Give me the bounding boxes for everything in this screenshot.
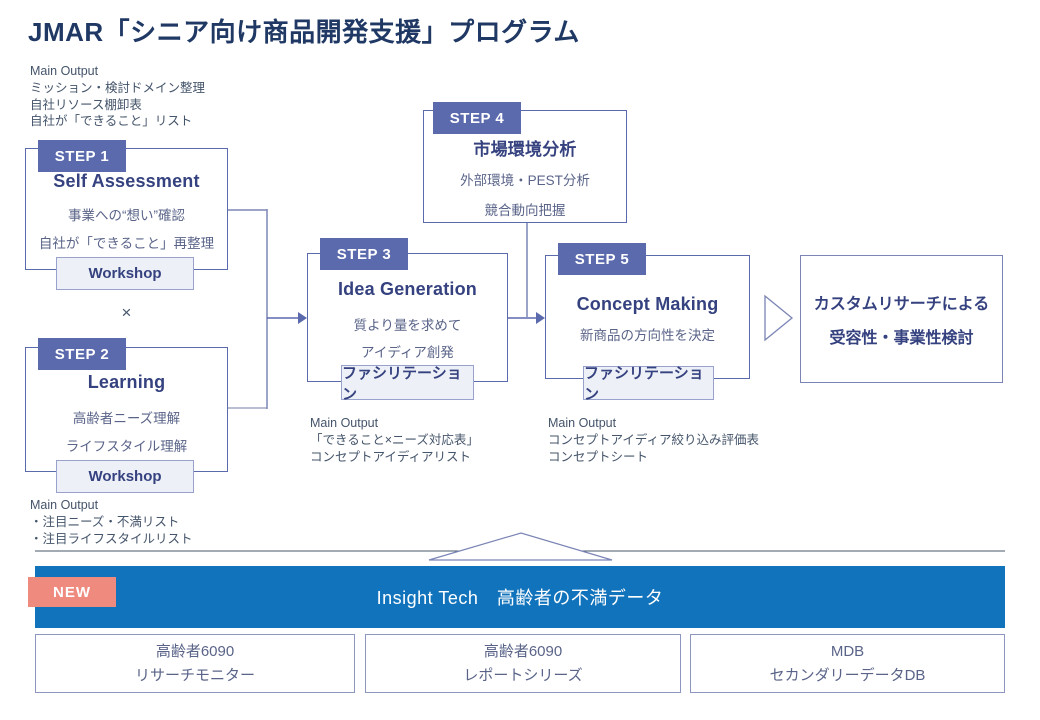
multiply-symbol: ×: [121, 303, 132, 322]
main-output-step3: Main Output 「できること×ニーズ対応表」 コンセプトアイディアリスト: [310, 415, 479, 465]
step1-title: Self Assessment: [53, 171, 200, 191]
step4-title: 市場環境分析: [473, 140, 577, 159]
step2-label: STEP 2: [38, 338, 126, 370]
main-output-line: 自社リソース棚卸表: [30, 97, 142, 112]
hollow-arrow-icon: [764, 294, 794, 342]
arrowhead-step5: [536, 312, 545, 324]
step2-line: 高齢者ニーズ理解: [72, 411, 181, 426]
db-box-research-monitor: 高齢者6090 リサーチモニター: [35, 634, 355, 693]
step1-workshop-tag: Workshop: [56, 257, 194, 290]
banner-label: Insight Tech 高齢者の不満データ: [376, 588, 664, 608]
db-box-line: 高齢者6090: [155, 643, 235, 661]
step2-title: Learning: [87, 372, 166, 392]
new-badge: NEW: [28, 577, 116, 607]
main-output-heading: Main Output: [30, 64, 99, 78]
step1-box: STEP 1 Self Assessment 事業への“想い”確認 自社が「でき…: [25, 140, 228, 290]
step5-title: Concept Making: [576, 294, 719, 314]
step4-line: 外部環境・PEST分析: [460, 173, 590, 188]
main-output-line: 「できること×ニーズ対応表」: [310, 432, 479, 447]
step1-line: 事業への“想い”確認: [68, 208, 185, 223]
arrowhead-step3: [298, 312, 307, 324]
db-box-line: 高齢者6090: [483, 643, 563, 661]
main-output-line: コンセプトアイディア絞り込み評価表: [548, 432, 760, 447]
main-output-bottom-left: Main Output ・注目ニーズ・不満リスト ・注目ライフスタイルリスト: [30, 497, 193, 547]
step2-workshop-tag: Workshop: [56, 460, 194, 493]
db-box-report-series: 高齢者6090 レポートシリーズ: [365, 634, 681, 693]
step3-facilitation-tag: ファシリテーション: [341, 365, 474, 403]
step2-line: ライフスタイル理解: [65, 439, 188, 454]
main-output-heading: Main Output: [30, 498, 99, 512]
main-output-line: コンセプトシート: [548, 449, 649, 464]
main-output-heading: Main Output: [310, 416, 379, 430]
step2-box: STEP 2 Learning 高齢者ニーズ理解 ライフスタイル理解 Works…: [25, 338, 228, 493]
main-output-line: 自社が「できること」リスト: [30, 114, 193, 129]
step4-label: STEP 4: [433, 102, 521, 134]
main-output-line: ミッション・検討ドメイン整理: [30, 80, 206, 95]
insight-tech-banner: Insight Tech 高齢者の不満データ: [35, 566, 1005, 628]
callout-triangle-icon: [428, 532, 613, 561]
main-output-step5: Main Output コンセプトアイディア絞り込み評価表 コンセプトシート: [548, 415, 759, 465]
main-output-line: ・注目ライフスタイルリスト: [30, 531, 193, 546]
step1-label: STEP 1: [38, 140, 126, 172]
main-output-line: ・注目ニーズ・不満リスト: [30, 514, 180, 529]
db-box-line: レポートシリーズ: [463, 666, 583, 684]
main-output-heading: Main Output: [548, 416, 617, 430]
db-box-line: リサーチモニター: [134, 666, 255, 684]
step4-box: STEP 4 市場環境分析 外部環境・PEST分析 競合動向把握: [423, 102, 627, 223]
step3-label: STEP 3: [320, 238, 408, 270]
db-box-secondary-data: MDB セカンダリーデータDB: [690, 634, 1005, 693]
db-box-line: MDB: [830, 643, 865, 661]
custom-research-line: カスタムリサーチによる: [813, 296, 990, 313]
step1-line: 自社が「できること」再整理: [38, 236, 215, 251]
step3-box: STEP 3 Idea Generation 質より量を求めて アイディア創発 …: [307, 238, 508, 403]
db-box-line: セカンダリーデータDB: [769, 666, 926, 684]
custom-research-box: カスタムリサーチによる 受容性・事業性検討: [800, 255, 1003, 383]
main-output-line: コンセプトアイディアリスト: [310, 449, 472, 464]
step3-line: アイディア創発: [361, 345, 454, 360]
step5-line: 新商品の方向性を決定: [580, 328, 715, 343]
page-title: JMAR「シニア向け商品開発支援」プログラム: [28, 17, 580, 47]
step4-line: 競合動向把握: [484, 203, 566, 218]
main-output-top-left: Main Output ミッション・検討ドメイン整理 自社リソース棚卸表 自社が…: [30, 63, 205, 130]
step5-box: STEP 5 Concept Making 新商品の方向性を決定 ファシリテーシ…: [545, 243, 750, 403]
step5-label: STEP 5: [558, 243, 646, 275]
step5-facilitation-tag: ファシリテーション: [583, 365, 714, 403]
step3-line: 質より量を求めて: [353, 318, 462, 333]
step3-title: Idea Generation: [337, 279, 478, 299]
custom-research-line: 受容性・事業性検討: [829, 330, 974, 347]
